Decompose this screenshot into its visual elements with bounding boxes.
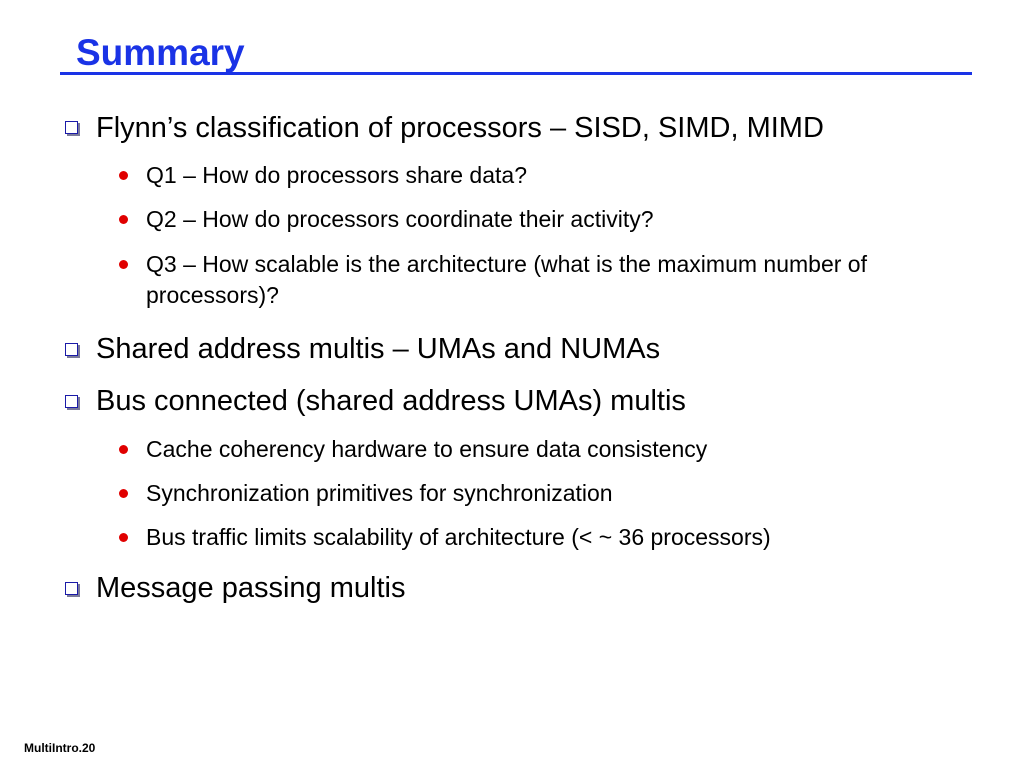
square-bullet-icon [65,343,78,356]
bullet-item: Flynn’s classification of processors – S… [96,112,824,144]
dot-bullet-icon [119,260,128,269]
slide-title: Summary [76,32,245,73]
dot-bullet-icon [119,489,128,498]
bullet-item: Message passing multis [96,572,406,604]
bullet-item: Bus connected (shared address UMAs) mult… [96,385,686,417]
square-bullet-icon [65,395,78,408]
square-bullet-icon [65,582,78,595]
bullet-item: Shared address multis – UMAs and NUMAs [96,333,661,365]
sub-bullet-item: Q2 – How do processors coordinate their … [146,206,654,232]
sub-bullet-item: Synchronization primitives for synchroni… [146,480,613,506]
square-bullet-icon [65,121,78,134]
dot-bullet-icon [119,171,128,180]
sub-bullet-item: Q1 – How do processors share data? [146,162,527,188]
sub-bullet-item: Bus traffic limits scalability of archit… [146,524,771,550]
dot-bullet-icon [119,215,128,224]
slide-number-footer: MultiIntro.20 [24,741,96,755]
dot-bullet-icon [119,533,128,542]
dot-bullet-icon [119,445,128,454]
title-underline [60,72,972,75]
sub-bullet-item: Cache coherency hardware to ensure data … [146,436,708,462]
sub-bullet-item: Q3 – How scalable is the architecture (w… [146,251,867,308]
